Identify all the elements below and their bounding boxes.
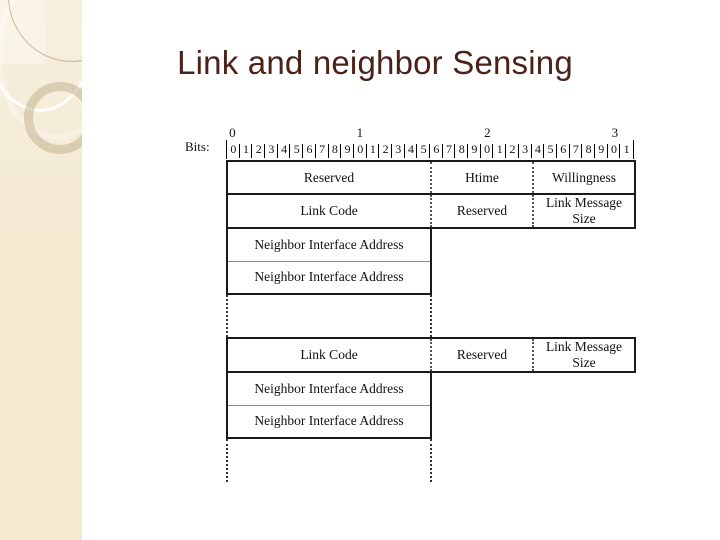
packet-field-cell: Link Code <box>226 337 432 373</box>
decade-marker: 3 <box>611 125 619 140</box>
bit-cell: 2 <box>379 140 392 159</box>
decade-marker: 1 <box>356 125 364 140</box>
continuation-gap-1 <box>226 294 635 338</box>
bit-cell: 4 <box>278 140 291 159</box>
bit-cell: 0 <box>354 140 367 159</box>
bit-cell: 1 <box>240 140 253 159</box>
bit-cell: 9 <box>468 140 481 159</box>
bit-cell: 5 <box>544 140 557 159</box>
bit-cell: 7 <box>316 140 329 159</box>
bit-cell: 6 <box>303 140 316 159</box>
packet-field-cell: Neighbor Interface Address <box>226 227 432 262</box>
packet-field-cell: Neighbor Interface Address <box>226 260 432 295</box>
bit-cell: 9 <box>341 140 354 159</box>
packet-field-cell: Link Message Size <box>533 193 636 229</box>
packet-field-cell: Reserved <box>431 337 534 373</box>
neighbor-address-row-2: Neighbor Interface Address <box>226 260 635 295</box>
bit-cell: 0 <box>227 140 240 159</box>
bit-cell: 1 <box>493 140 506 159</box>
bit-cell: 4 <box>405 140 418 159</box>
bit-cell: 8 <box>455 140 468 159</box>
sidebar-ring <box>24 82 82 154</box>
packet-field-cell: Reserved <box>226 160 432 195</box>
bit-cell: 3 <box>392 140 405 159</box>
packet-field-cell: Link Message Size <box>533 337 636 373</box>
bit-cell: 0 <box>481 140 494 159</box>
bit-cell: 5 <box>290 140 303 159</box>
decade-markers: 0 1 2 3 <box>226 126 634 141</box>
packet-field-cell: Link Code <box>226 193 432 229</box>
bit-cell: 7 <box>570 140 583 159</box>
bit-cell: 0 <box>608 140 621 159</box>
packet-field-cell: Htime <box>431 160 534 195</box>
bit-cell: 5 <box>417 140 430 159</box>
bit-cell: 3 <box>519 140 532 159</box>
bit-cell: 2 <box>506 140 519 159</box>
packet-gap-cell <box>226 438 432 482</box>
continuation-gap-2 <box>226 438 635 482</box>
bit-cell: 8 <box>582 140 595 159</box>
packet-gap-cell <box>226 294 432 338</box>
decade-marker: 2 <box>484 125 491 140</box>
packet-field-cell: Neighbor Interface Address <box>226 404 432 439</box>
bit-cell: 6 <box>430 140 443 159</box>
decorative-sidebar <box>0 0 82 540</box>
slide-title: Link and neighbor Sensing <box>177 44 573 81</box>
bit-cell: 4 <box>532 140 545 159</box>
packet-field-cell: Neighbor Interface Address <box>226 371 432 406</box>
bit-cell: 9 <box>595 140 608 159</box>
bit-cell: 3 <box>265 140 278 159</box>
bit-cell: 7 <box>443 140 456 159</box>
packet-field-cell: Reserved <box>431 193 534 229</box>
bit-cell: 1 <box>367 140 380 159</box>
bit-cell: 1 <box>623 142 630 156</box>
bits-label: Bits: <box>185 139 210 154</box>
packet-field-cell: Willingness <box>533 160 636 195</box>
neighbor-address-row-4: Neighbor Interface Address <box>226 404 635 439</box>
neighbor-address-row-3: Neighbor Interface Address <box>226 371 635 406</box>
bit-cell: 8 <box>329 140 342 159</box>
bit-cell: 2 <box>252 140 265 159</box>
decade-marker: 0 <box>229 125 236 140</box>
neighbor-address-row-1: Neighbor Interface Address <box>226 227 635 262</box>
bit-cell: 6 <box>557 140 570 159</box>
